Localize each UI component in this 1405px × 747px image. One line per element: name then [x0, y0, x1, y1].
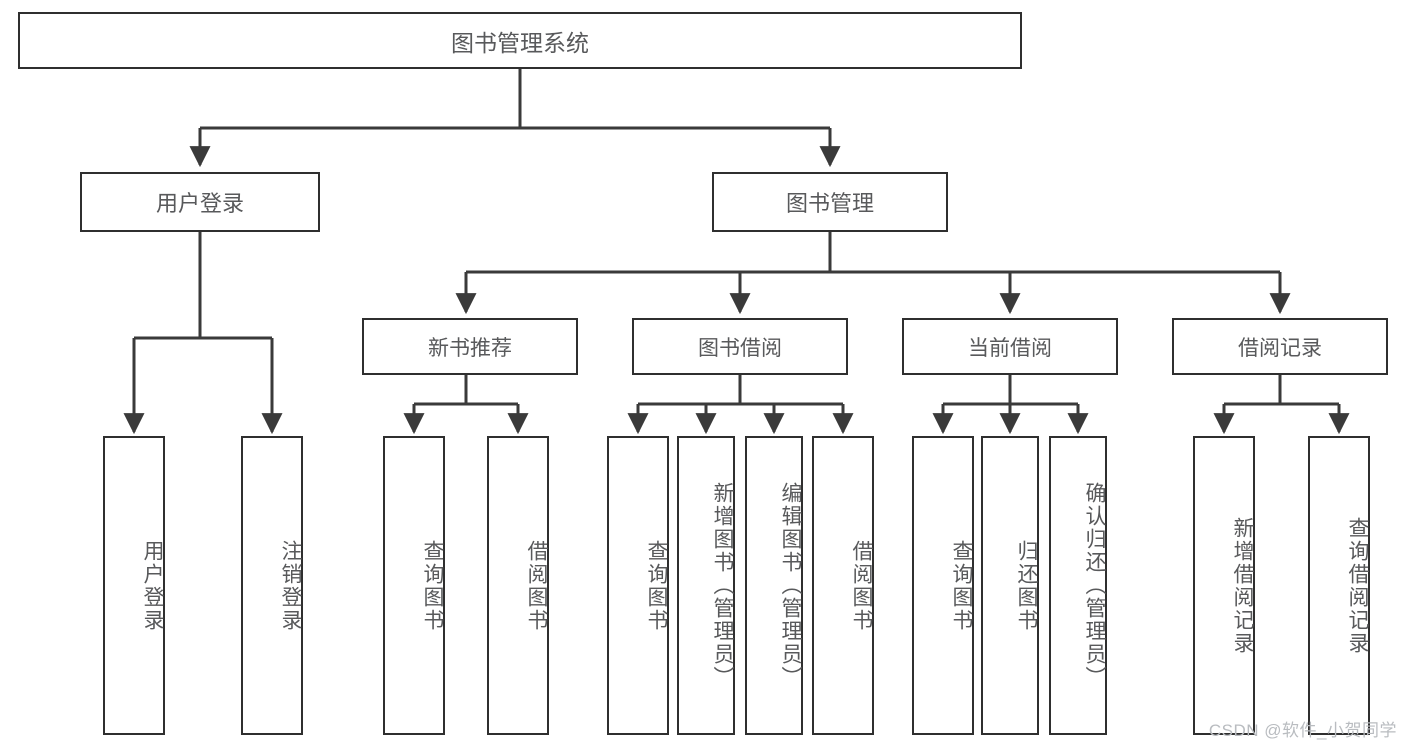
node-label: 归还图书: [1015, 539, 1038, 632]
leaf-current-confirm-return[interactable]: 确认归还（管理员）: [1049, 436, 1107, 735]
node-label: 确认归还（管理员）: [1083, 482, 1106, 689]
leaf-new-book-query[interactable]: 查询图书: [383, 436, 445, 735]
node-label: 图书管理: [785, 191, 874, 216]
leaf-user-login-login[interactable]: 用户登录: [103, 436, 165, 735]
leaf-borrow-borrow-book[interactable]: 借阅图书: [812, 436, 874, 735]
node-label: 查询图书: [645, 539, 668, 632]
node-label: 查询图书: [950, 539, 973, 632]
node-label: 用户登录: [155, 191, 244, 216]
node-label: 查询借阅记录: [1346, 516, 1369, 655]
node-label: 当前借阅: [968, 336, 1052, 360]
node-label: 用户登录: [141, 539, 164, 632]
leaf-current-query-book[interactable]: 查询图书: [912, 436, 974, 735]
node-book-management[interactable]: 图书管理: [712, 172, 948, 232]
node-root-system[interactable]: 图书管理系统: [18, 12, 1022, 69]
node-new-book-recommend[interactable]: 新书推荐: [362, 318, 578, 375]
node-user-login[interactable]: 用户登录: [80, 172, 320, 232]
node-label: 图书借阅: [698, 336, 782, 360]
node-book-borrow[interactable]: 图书借阅: [632, 318, 848, 375]
node-label: 借阅图书: [850, 539, 873, 632]
node-label: 借阅图书: [525, 539, 548, 632]
csdn-watermark: CSDN @软件_小贺同学: [1208, 721, 1397, 740]
node-label: 新书推荐: [428, 336, 512, 360]
node-label: 图书管理系统: [451, 29, 589, 56]
node-borrow-record[interactable]: 借阅记录: [1172, 318, 1388, 375]
node-current-borrow[interactable]: 当前借阅: [902, 318, 1118, 375]
leaf-borrow-edit-book[interactable]: 编辑图书（管理员）: [745, 436, 803, 735]
node-label: 新增借阅记录: [1231, 516, 1254, 655]
leaf-borrow-add-book[interactable]: 新增图书（管理员）: [677, 436, 735, 735]
node-label: 查询图书: [421, 539, 444, 632]
node-label: 新增图书（管理员）: [711, 482, 734, 689]
leaf-new-book-borrow[interactable]: 借阅图书: [487, 436, 549, 735]
leaf-borrow-query-book[interactable]: 查询图书: [607, 436, 669, 735]
leaf-record-add[interactable]: 新增借阅记录: [1193, 436, 1255, 735]
leaf-user-login-logout[interactable]: 注销登录: [241, 436, 303, 735]
leaf-record-query[interactable]: 查询借阅记录: [1308, 436, 1370, 735]
leaf-current-return-book[interactable]: 归还图书: [981, 436, 1039, 735]
node-label: 注销登录: [279, 539, 302, 632]
node-label: 编辑图书（管理员）: [779, 482, 802, 689]
node-label: 借阅记录: [1238, 336, 1322, 360]
